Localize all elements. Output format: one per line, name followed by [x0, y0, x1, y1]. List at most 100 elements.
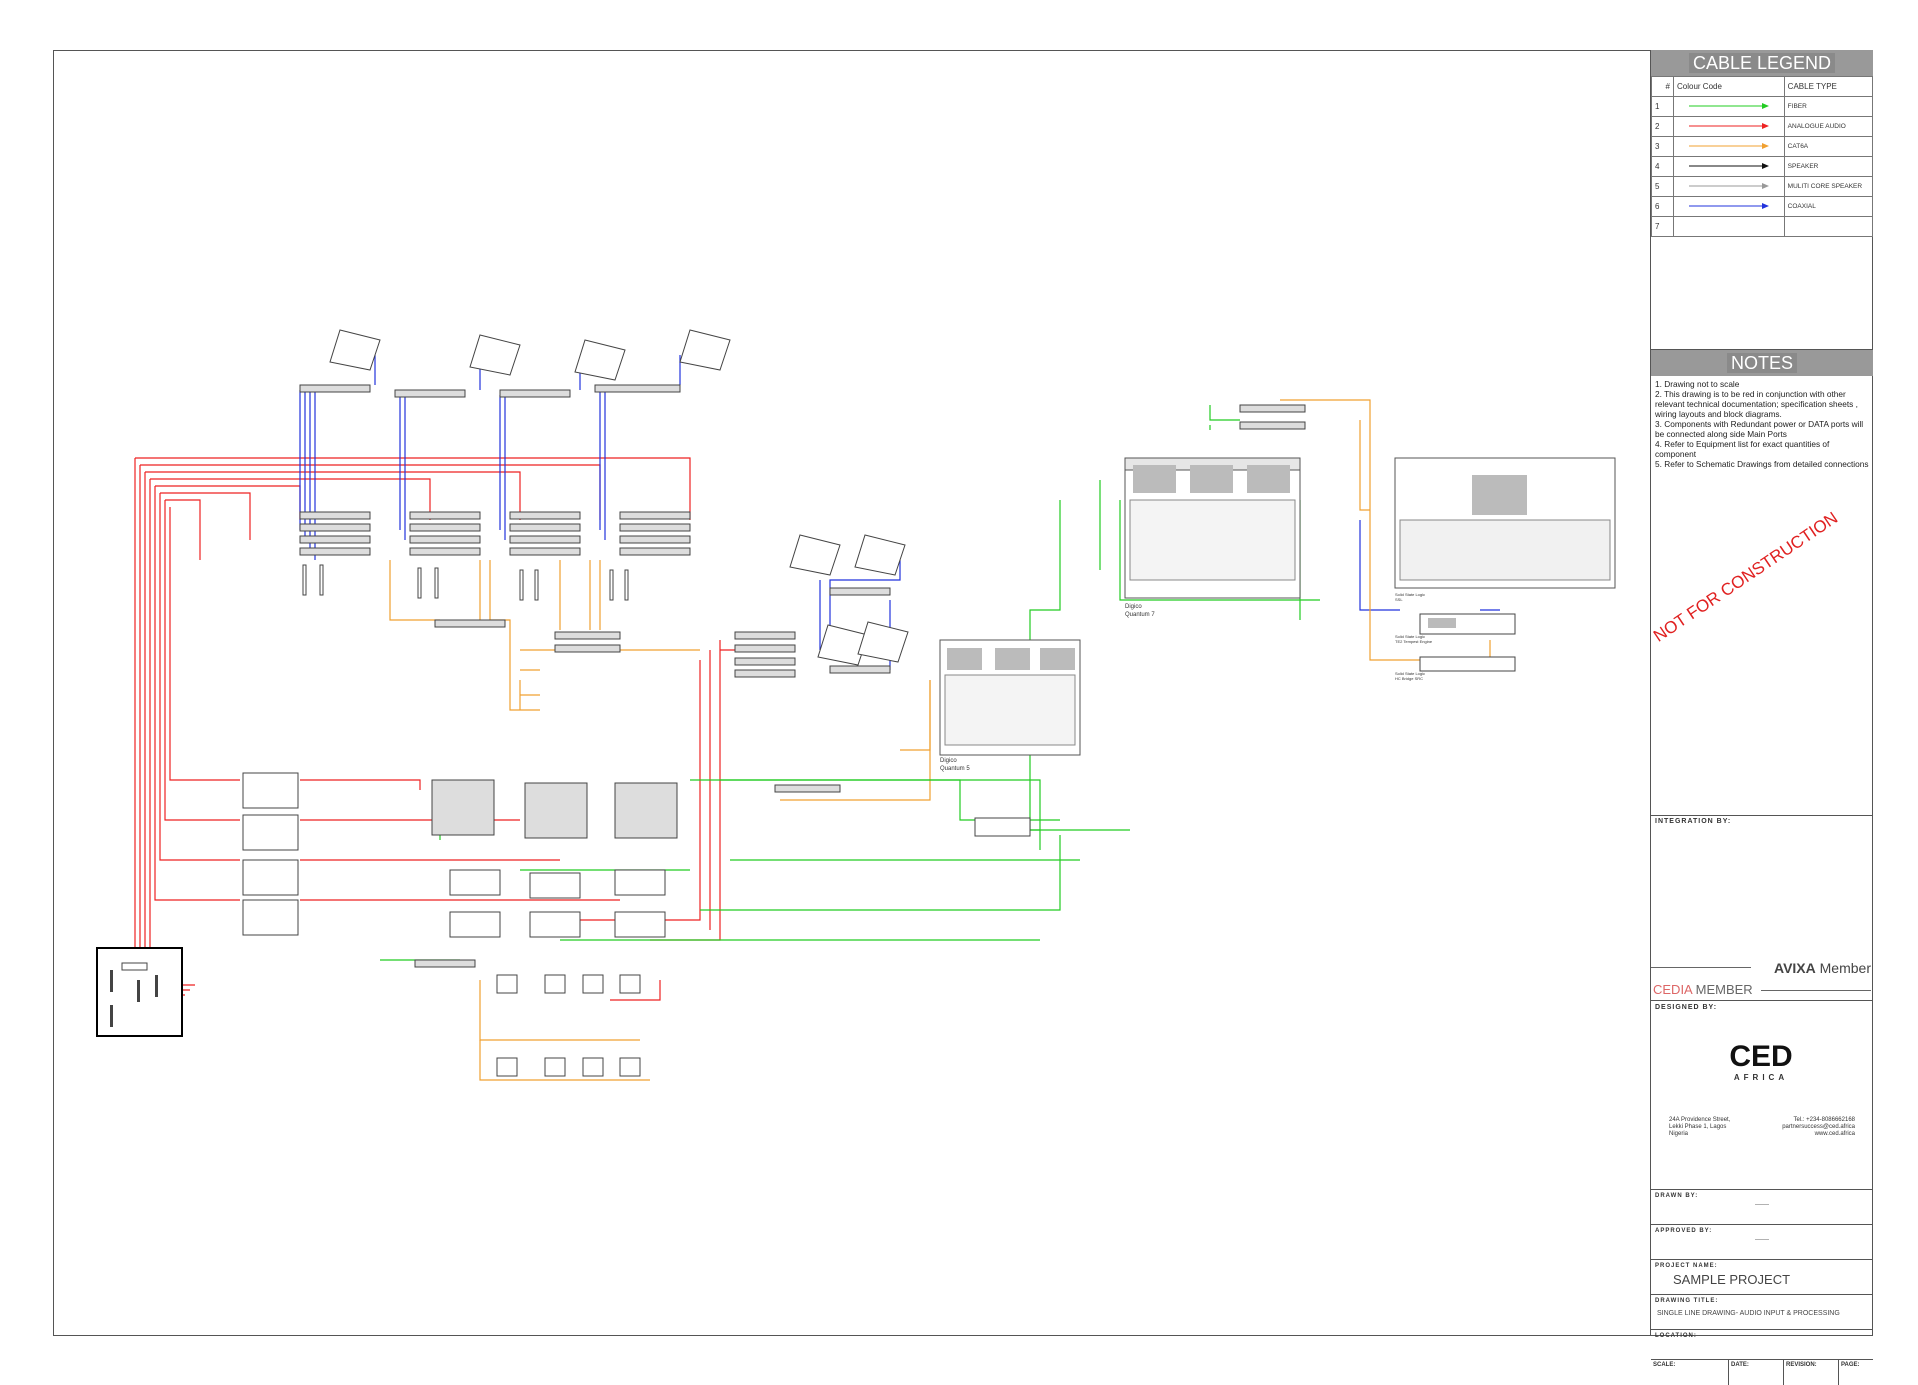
- notes-section: NOTES 1. Drawing not to scale 2. This dr…: [1651, 350, 1873, 860]
- approved-by-value: -------: [1755, 1237, 1769, 1243]
- note-line: 4. Refer to Equipment list for exact qua…: [1655, 439, 1830, 459]
- approved-by-label: APPROVED BY:: [1655, 1228, 1713, 1234]
- legend-colour-swatch: [1673, 176, 1785, 197]
- drawing-title-section: DRAWING TITLE: SINGLE LINE DRAWING- AUDI…: [1651, 1295, 1873, 1330]
- membership-logos: AVIXA Member CEDIA MEMBER: [1651, 950, 1873, 1015]
- note-line: 5. Refer to Schematic Drawings from deta…: [1655, 459, 1869, 469]
- quantum7-brand: Digico: [1125, 604, 1142, 610]
- note-line: 1. Drawing not to scale: [1655, 379, 1740, 389]
- drawn-by-value: -------: [1755, 1202, 1769, 1208]
- project-section: PROJECT NAME: SAMPLE PROJECT: [1651, 1260, 1873, 1295]
- drawing-sheet-border: [53, 50, 1873, 1336]
- legend-row: 6 COAXIAL: [1651, 196, 1874, 217]
- legend-colour-swatch: [1673, 136, 1785, 157]
- receiver-racks: [299, 384, 1306, 968]
- title-block: CABLE LEGEND # Colour Code CABLE TYPE 1 F…: [1650, 50, 1874, 1385]
- integration-section: INTEGRATION BY:: [1651, 815, 1873, 1000]
- drawing-title: SINGLE LINE DRAWING- AUDIO INPUT & PROCE…: [1657, 1310, 1840, 1317]
- legend-colour-swatch: [1673, 196, 1785, 217]
- avixa-logo: AVIXA Member: [1774, 960, 1871, 976]
- tempest-engine-model: TE2 Tempest Engine: [1395, 639, 1433, 644]
- date-label: DATE:: [1729, 1360, 1784, 1385]
- cable-legend-table: # Colour Code CABLE TYPE 1 FIBER 2 ANALOGUE…: [1651, 76, 1874, 237]
- ced-logo: CED AFRICA: [1729, 1040, 1793, 1083]
- footer-row: SCALE: DATE: REVISION: PAGE:: [1651, 1360, 1873, 1385]
- digico-quantum-5: [939, 639, 1081, 756]
- legend-col-num: #: [1651, 76, 1674, 97]
- legend-row-number: 4: [1651, 156, 1674, 177]
- location-label: LOCATION:: [1655, 1333, 1697, 1339]
- legend-row-number: 3: [1651, 136, 1674, 157]
- legend-row: 5 MULITI CORE SPEAKER: [1651, 176, 1874, 197]
- speaker-cluster-top: [329, 329, 909, 666]
- legend-row-number: 5: [1651, 176, 1674, 197]
- approved-by-section: APPROVED BY: -------: [1651, 1225, 1873, 1260]
- project-name: SAMPLE PROJECT: [1673, 1272, 1791, 1287]
- quantum5-brand: Digico: [940, 758, 957, 764]
- legend-row: 4 SPEAKER: [1651, 156, 1874, 177]
- quantum5-model: Quantum 5: [940, 766, 970, 772]
- cable-legend: CABLE LEGEND # Colour Code CABLE TYPE 1 F…: [1651, 50, 1874, 350]
- page-label: PAGE:: [1841, 1362, 1860, 1368]
- orange-cat6a-runs: [389, 399, 1491, 1081]
- cedia-rule: [1761, 990, 1871, 991]
- legend-colour-swatch: [1673, 116, 1785, 137]
- designed-by-label: DESIGNED BY:: [1655, 1004, 1718, 1011]
- wireless-mics: [302, 564, 629, 601]
- legend-cable-type: ANALOGUE AUDIO: [1783, 116, 1874, 137]
- mic-preamps: [496, 974, 641, 1077]
- notes-list: 1. Drawing not to scale 2. This drawing …: [1651, 376, 1873, 472]
- quantum7-model: Quantum 7: [1125, 612, 1155, 618]
- legend-row: 3 CAT6A: [1651, 136, 1874, 157]
- ced-address: 24A Providence Street,Lekki Phase 1, Lag…: [1669, 1117, 1731, 1137]
- legend-cable-type: MULITI CORE SPEAKER: [1783, 176, 1874, 197]
- legend-row-number: 7: [1651, 216, 1674, 237]
- legend-colour-swatch: [1673, 96, 1785, 117]
- stage-boxes: [242, 772, 299, 936]
- designed-by-section: DESIGNED BY: CED AFRICA 24A Providence S…: [1651, 1000, 1873, 1190]
- notes-divider: [1651, 815, 1873, 816]
- legend-cable-type: CAT6A: [1783, 136, 1874, 157]
- legend-cable-type: SPEAKER: [1783, 156, 1874, 177]
- legend-cable-type: FIBER: [1783, 96, 1874, 117]
- cedia-logo: CEDIA MEMBER: [1653, 982, 1753, 997]
- notes-title: NOTES: [1651, 350, 1873, 376]
- avixa-rule: [1651, 967, 1751, 968]
- cable-legend-title: CABLE LEGEND: [1651, 50, 1873, 76]
- legend-row-number: 2: [1651, 116, 1674, 137]
- revision-label: REVISION:: [1784, 1360, 1839, 1385]
- drawn-by-section: DRAWN BY: -------: [1651, 1190, 1873, 1225]
- legend-col-colour: Colour Code: [1673, 76, 1785, 97]
- integration-label: INTEGRATION BY:: [1655, 818, 1732, 825]
- tempest-engine-brand: Solid State Logic: [1395, 634, 1425, 639]
- legend-colour-swatch: [1673, 216, 1785, 237]
- note-line: 3. Components with Redundant power or DA…: [1655, 419, 1864, 439]
- blue-coaxial-runs: [299, 355, 1500, 670]
- drawing-title-label: DRAWING TITLE:: [1655, 1298, 1719, 1304]
- legend-cable-type: COAXIAL: [1783, 196, 1874, 217]
- legend-cable-type: [1783, 216, 1874, 237]
- ssl-console-brand: Solid State Logic: [1395, 592, 1425, 597]
- ssl-console-model: SSL: [1395, 597, 1403, 602]
- hc-bridge-model: HC Bridge SRC: [1395, 676, 1423, 681]
- legend-row: 2 ANALOGUE AUDIO: [1651, 116, 1874, 137]
- console-labels: Digico Quantum 7 Digico Quantum 5 Solid …: [940, 592, 1433, 772]
- drawn-by-label: DRAWN BY:: [1655, 1193, 1699, 1199]
- legend-row-number: 1: [1651, 96, 1674, 117]
- note-line: 2. This drawing is to be red in conjunct…: [1655, 389, 1858, 419]
- legend-row: 1 FIBER: [1651, 96, 1874, 117]
- location-section: LOCATION:: [1651, 1330, 1873, 1360]
- dsp-engines: [431, 779, 1031, 938]
- legend-row-number: 6: [1651, 196, 1674, 217]
- legend-row: 7: [1651, 216, 1874, 237]
- wired-mic-panel: [96, 947, 183, 1037]
- scale-label: SCALE:: [1651, 1360, 1729, 1385]
- ssl-console: [1394, 457, 1616, 672]
- legend-col-type: CABLE TYPE: [1783, 76, 1874, 97]
- project-label: PROJECT NAME:: [1655, 1263, 1718, 1269]
- digico-quantum-7: [1124, 457, 1301, 599]
- legend-colour-swatch: [1673, 156, 1785, 177]
- hc-bridge-brand: Solid State Logic: [1395, 671, 1425, 676]
